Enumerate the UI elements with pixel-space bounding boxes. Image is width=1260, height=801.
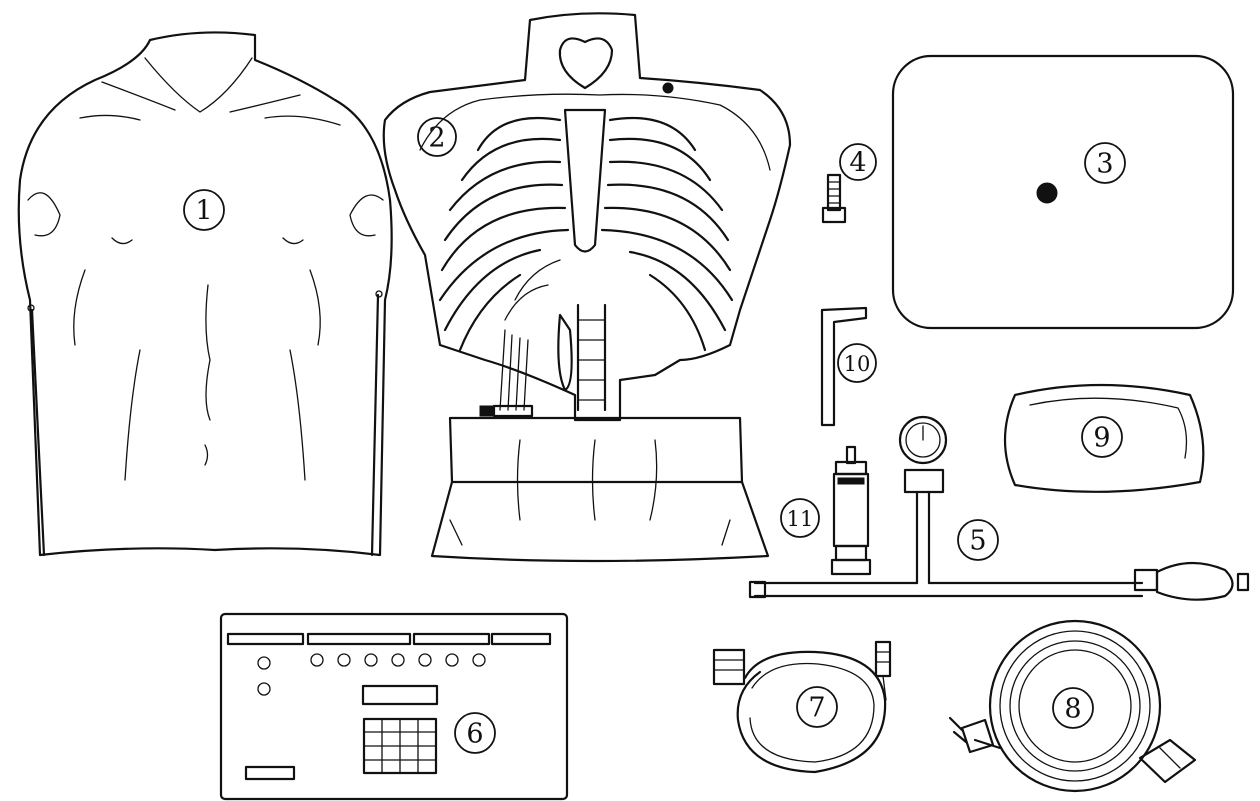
base-pad xyxy=(893,56,1233,328)
label-3: 3 xyxy=(1085,143,1125,183)
label-7: 7 xyxy=(797,687,837,727)
label-3-text: 3 xyxy=(1096,149,1113,180)
label-6: 6 xyxy=(455,713,495,753)
label-11-text: 11 xyxy=(787,507,814,531)
label-5-text: 5 xyxy=(969,526,986,557)
label-8-text: 8 xyxy=(1064,694,1081,725)
label-2-text: 2 xyxy=(428,123,445,154)
data-cable xyxy=(714,642,890,772)
torso-skin xyxy=(19,32,392,555)
label-1: 1 xyxy=(184,190,224,230)
label-9: 9 xyxy=(1082,417,1122,457)
label-10: 10 xyxy=(838,344,876,382)
label-10-text: 10 xyxy=(844,352,871,376)
syringe xyxy=(832,447,870,574)
label-4-text: 4 xyxy=(849,148,866,179)
label-4: 4 xyxy=(840,144,876,180)
label-9-text: 9 xyxy=(1093,423,1110,454)
skeleton-torso xyxy=(384,13,790,561)
control-box xyxy=(221,614,567,799)
pressure-bulb-assembly xyxy=(750,417,1248,600)
screw xyxy=(823,175,845,222)
label-5: 5 xyxy=(958,520,998,560)
label-11: 11 xyxy=(781,499,819,537)
label-7-text: 7 xyxy=(808,693,825,724)
label-6-text: 6 xyxy=(466,719,483,750)
label-2: 2 xyxy=(418,118,456,156)
label-8: 8 xyxy=(1053,688,1093,728)
label-1-text: 1 xyxy=(195,196,212,227)
